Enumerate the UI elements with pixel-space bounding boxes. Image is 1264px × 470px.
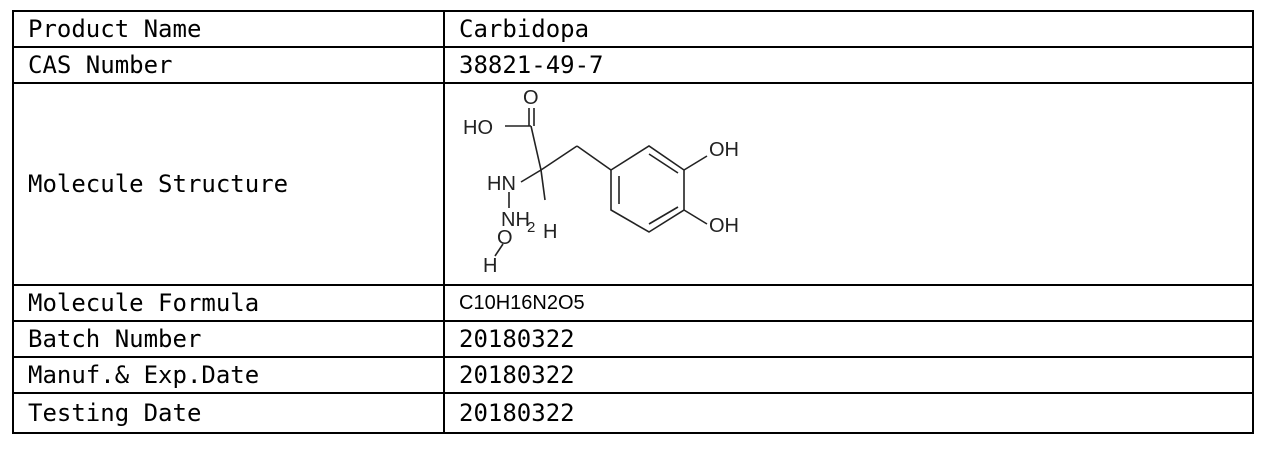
atom-label-nh: NH bbox=[501, 209, 530, 231]
atom-label-h-water-right: H bbox=[543, 221, 557, 243]
bond bbox=[540, 145, 578, 171]
bond bbox=[648, 153, 679, 174]
atom-label-hn: HN bbox=[487, 173, 516, 195]
row-molecule-structure: Molecule Structure bbox=[12, 82, 1254, 286]
atom-label-h-water-bottom: H bbox=[483, 255, 497, 277]
row-cas-number: CAS Number 38821-49-7 bbox=[12, 46, 1254, 84]
atom-label-oh-lower: OH bbox=[709, 215, 739, 237]
row-batch-number: Batch Number 20180322 bbox=[12, 320, 1254, 358]
label-manuf-exp-date: Manuf.& Exp.Date bbox=[12, 356, 445, 394]
bond bbox=[576, 145, 612, 171]
row-manuf-exp-date: Manuf.& Exp.Date 20180322 bbox=[12, 356, 1254, 394]
row-product-name: Product Name Carbidopa bbox=[12, 10, 1254, 48]
bond bbox=[540, 169, 546, 201]
label-molecule-formula: Molecule Formula bbox=[12, 284, 445, 322]
value-batch-number: 20180322 bbox=[443, 320, 1254, 358]
value-testing-date: 20180322 bbox=[443, 392, 1254, 434]
value-product-name: Carbidopa bbox=[443, 10, 1254, 48]
value-molecule-formula: C10H16N2O5 bbox=[443, 284, 1254, 322]
value-manuf-exp-date: 20180322 bbox=[443, 356, 1254, 394]
atom-label-ho: HO bbox=[463, 117, 493, 139]
value-molecule-structure: HO O OH OH HN NH 2 O H H bbox=[443, 82, 1254, 286]
atom-label-o-water: O bbox=[497, 227, 513, 249]
bond bbox=[494, 243, 504, 257]
label-batch-number: Batch Number bbox=[12, 320, 445, 358]
bond bbox=[683, 155, 708, 171]
bond bbox=[530, 125, 542, 171]
label-cas-number: CAS Number bbox=[12, 46, 445, 84]
label-testing-date: Testing Date bbox=[12, 392, 445, 434]
label-molecule-structure: Molecule Structure bbox=[12, 82, 445, 286]
bond bbox=[648, 206, 679, 225]
product-spec-table: Product Name Carbidopa CAS Number 38821-… bbox=[12, 10, 1254, 434]
row-molecule-formula: Molecule Formula C10H16N2O5 bbox=[12, 284, 1254, 322]
value-cas-number: 38821-49-7 bbox=[443, 46, 1254, 84]
bond bbox=[520, 169, 542, 183]
atom-label-oh-upper: OH bbox=[709, 139, 739, 161]
benzene-ring bbox=[610, 145, 685, 233]
atom-label-subscript: 2 bbox=[527, 219, 535, 236]
molecule-structure-diagram: HO O OH OH HN NH 2 O H H bbox=[463, 87, 739, 277]
label-product-name: Product Name bbox=[12, 10, 445, 48]
atom-label-o-carbonyl: O bbox=[523, 87, 539, 109]
bond bbox=[683, 209, 708, 225]
row-testing-date: Testing Date 20180322 bbox=[12, 392, 1254, 434]
